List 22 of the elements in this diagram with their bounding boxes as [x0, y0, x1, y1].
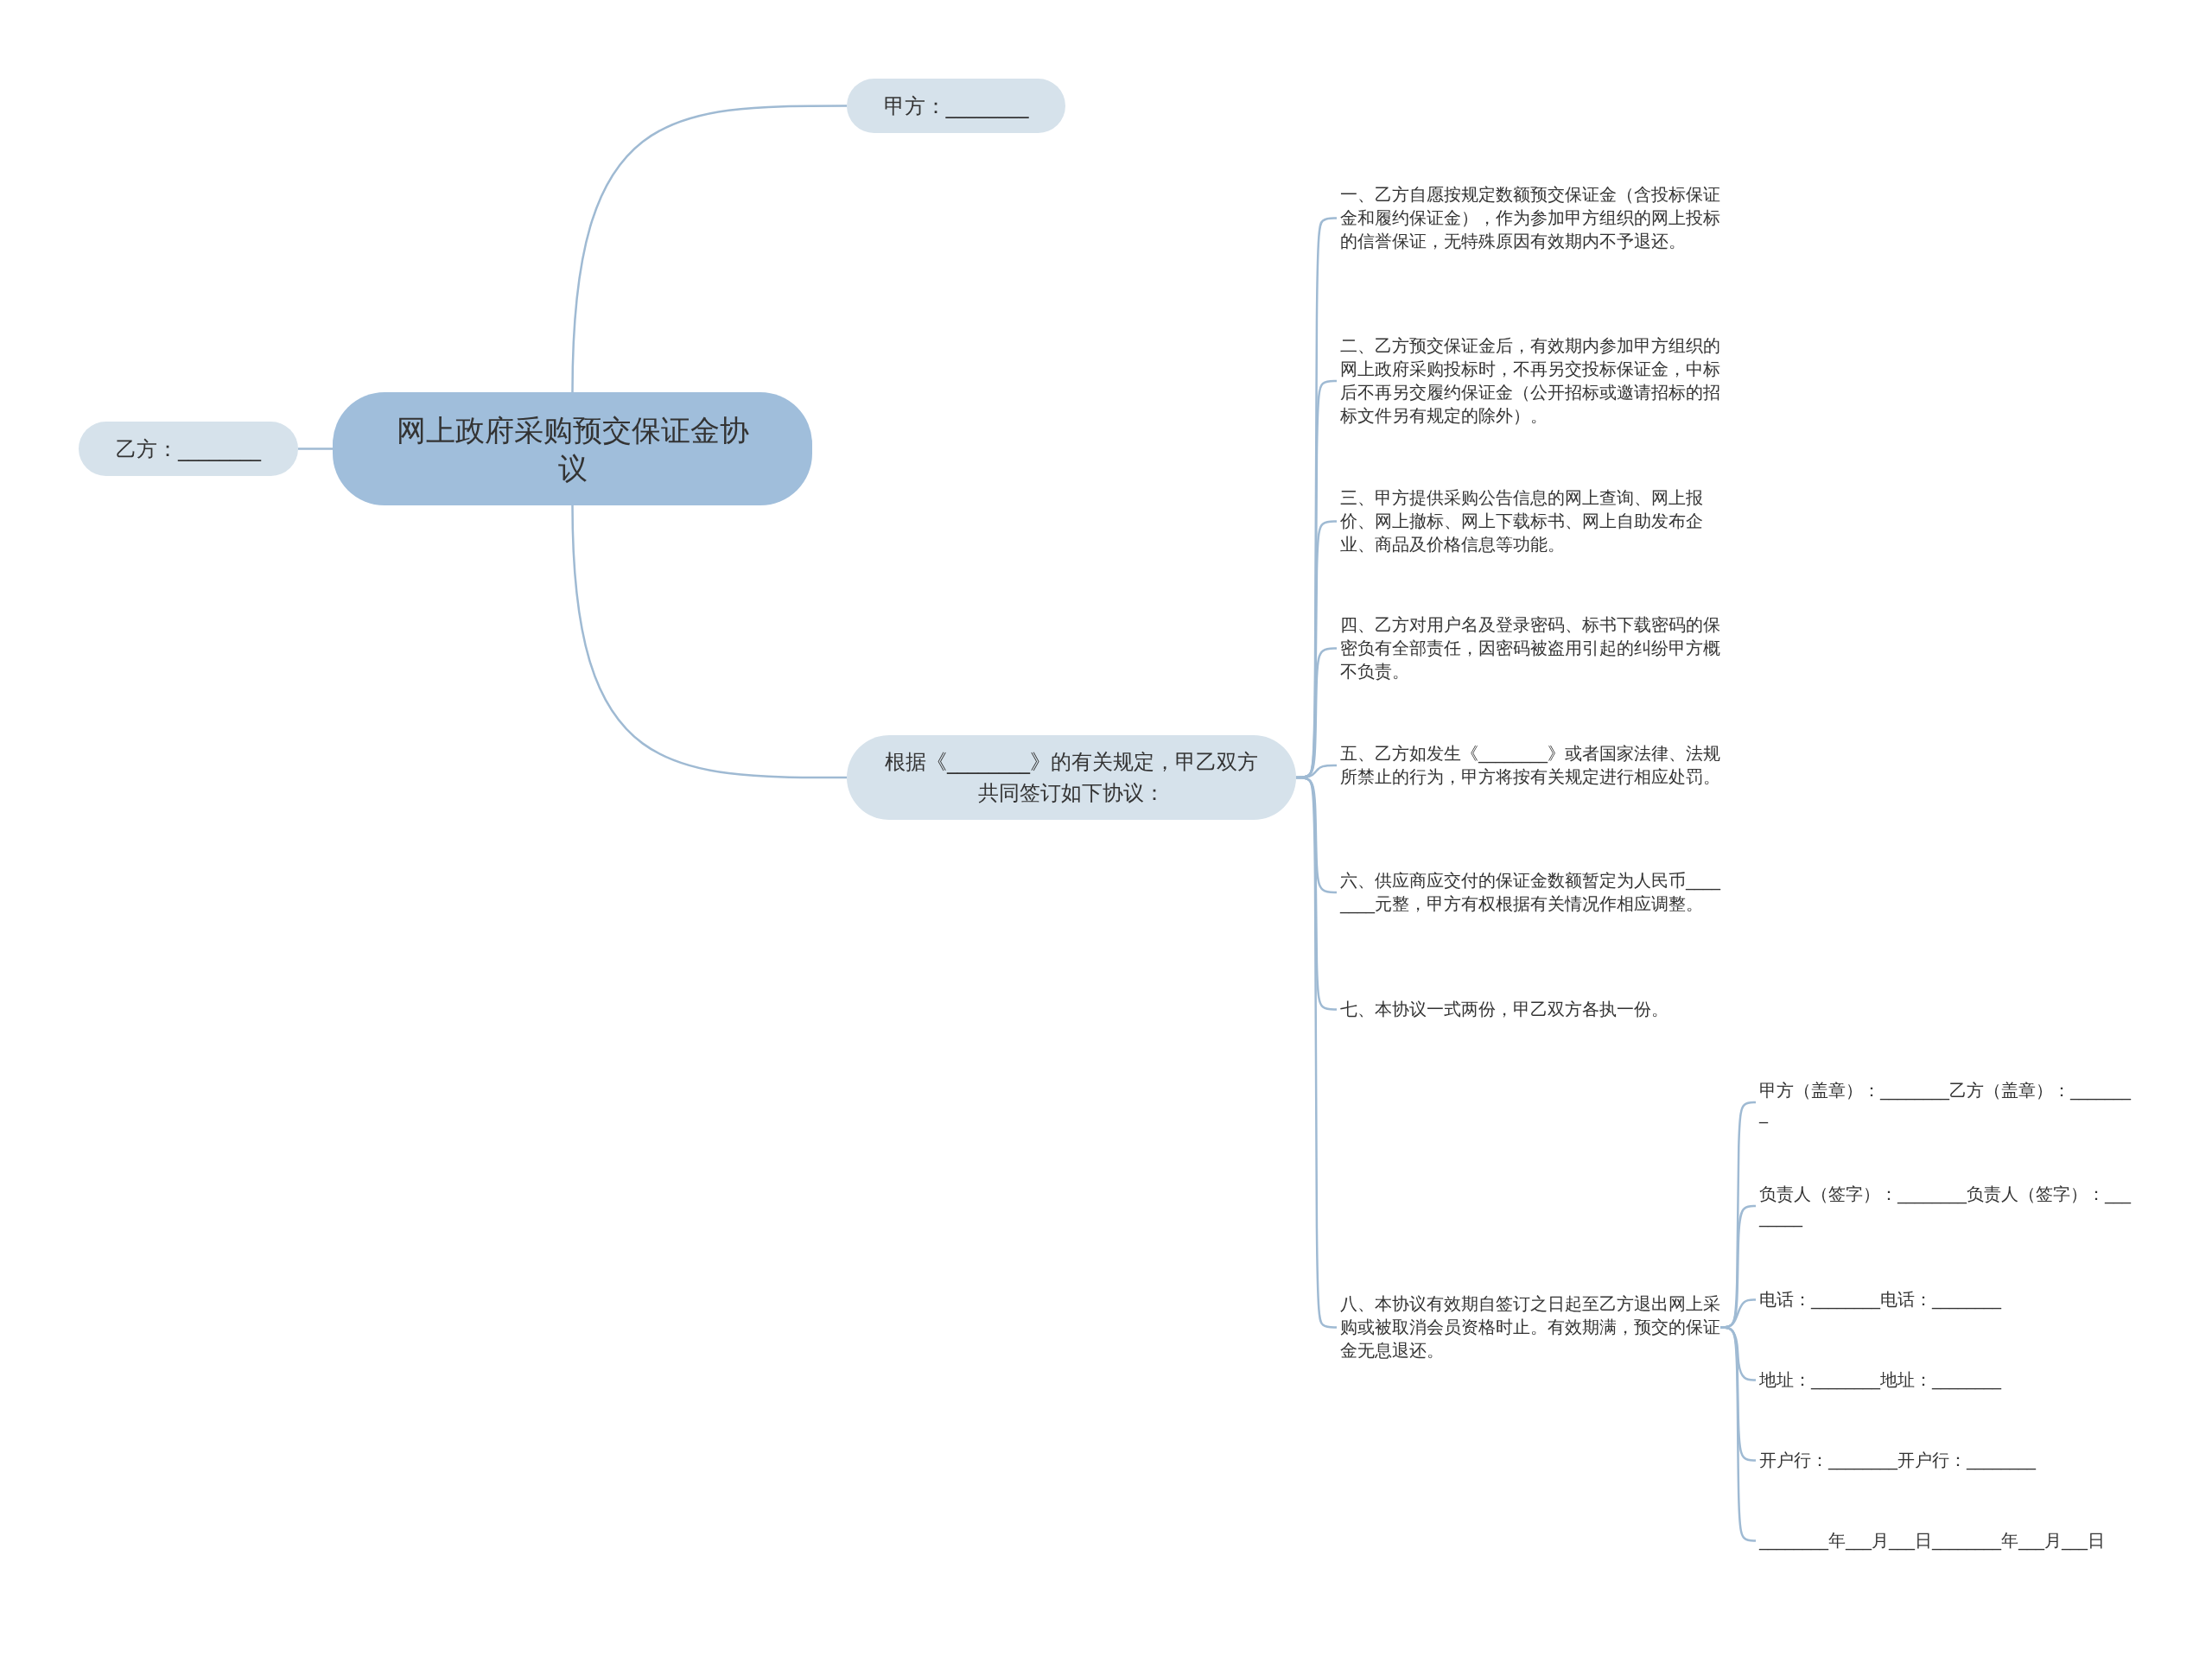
clause-text: 甲方（盖章）：________乙方（盖章）：________	[1759, 1079, 2131, 1126]
clause-text: 六、供应商应交付的保证金数额暂定为人民币________元整，甲方有权根据有关情况作相应调整。	[1340, 869, 1720, 916]
clause-text: 七、本协议一式两份，甲乙双方各执一份。	[1340, 998, 1669, 1021]
connector-line	[1720, 1326, 1756, 1542]
node-label: 网上政府采购预交保证金协议	[395, 411, 750, 487]
clause-text: ________年___月___日________年___月___日	[1759, 1529, 2106, 1552]
node-label: 乙方：________	[116, 435, 261, 463]
clause-text: 三、甲方提供采购公告信息的网上查询、网上报价、网上撤标、网上下载标书、网上自助发布企业、商品及价格信息等功能。	[1340, 486, 1704, 556]
node-label: 甲方：________	[883, 92, 1029, 120]
clause-text: 八、本协议有效期自签订之日起至乙方退出网上采购或被取消会员资格时止。有效期满，预交的保证金无息退还。	[1340, 1292, 1720, 1362]
clause-text: 电话：________电话：________	[1759, 1288, 2003, 1311]
node-label: 根据《________》的有关规定，甲乙双方共同签订如下协议：	[884, 749, 1259, 807]
clause-text: 五、乙方如发生《________》或者国家法律、法规所禁止的行为，甲方将按有关规定进行相应处罚。	[1340, 742, 1720, 789]
clause-text: 地址：________地址：________	[1759, 1368, 2003, 1392]
connector-line	[298, 447, 333, 450]
clause-text: 开户行：________开户行：________	[1759, 1449, 2037, 1472]
clause-text: 四、乙方对用户名及登录密码、标书下载密码的保密负有全部责任，因密码被盗用引起的纠纷甲方概不负责。	[1340, 613, 1720, 683]
clause-text: 负责人（签字）：________负责人（签字）：________	[1759, 1183, 2131, 1229]
connector-line	[571, 505, 847, 779]
connector-line	[571, 105, 847, 393]
clause-text: 一、乙方自愿按规定数额预交保证金（含投标保证金和履约保证金），作为参加甲方组织的网上投标的信誉保证，无特殊原因有效期内不予退还。	[1340, 183, 1720, 253]
clause-text: 二、乙方预交保证金后，有效期内参加甲方组织的网上政府采购投标时，不再另交投标保证金，中标后不再另交履约保证金（公开招标或邀请招标的招标文件另有规定的除外）。	[1340, 334, 1720, 428]
